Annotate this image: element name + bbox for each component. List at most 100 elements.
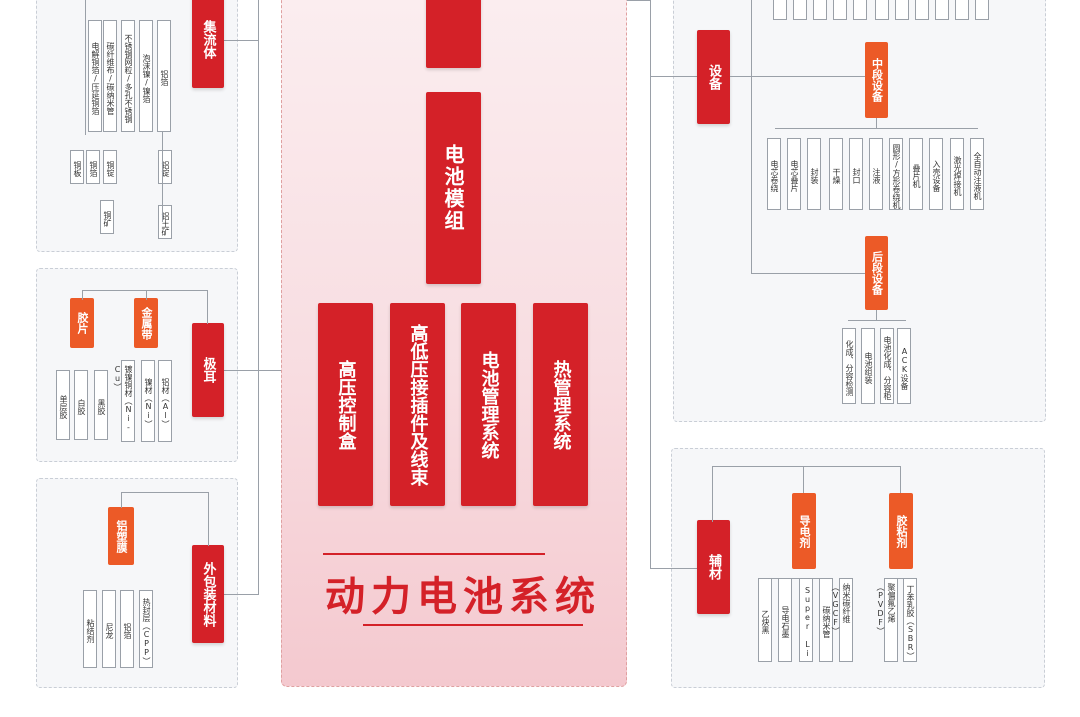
mid-equipment-item: 注液	[869, 138, 883, 210]
connector	[627, 0, 651, 1]
collector-box: 集流体	[192, 0, 224, 88]
front-equipment-item	[793, 0, 807, 20]
connector	[712, 466, 713, 522]
connector	[224, 370, 259, 371]
binder-item: 聚偏氟乙烯（PVDF）	[876, 578, 898, 662]
front-equipment-item	[875, 0, 889, 20]
back-equipment-item: 电池化成、分容柜	[880, 328, 894, 404]
film-box: 胶片	[70, 298, 94, 348]
metal-item: 镀镍铜材（Ni-Cu）	[113, 360, 135, 442]
connector	[258, 370, 282, 371]
connector	[146, 290, 147, 300]
connector-harness-box: 高低压接插件及线束	[390, 303, 445, 506]
front-equipment-item	[773, 0, 787, 20]
collector-item: 碳纤维布/碳纳米管	[103, 20, 117, 132]
connector	[121, 492, 122, 508]
conductive-item: 乙炔黑	[758, 578, 772, 662]
film-item: 单层胶	[56, 370, 70, 440]
bms-box: 电池管理系统	[461, 303, 516, 506]
raw-material: 铜锭	[103, 150, 117, 184]
back-equipment-box: 后段设备	[865, 236, 888, 310]
connector	[803, 466, 804, 494]
collector-item: 泡沫镍/镍箔	[139, 20, 153, 132]
front-equipment-item	[853, 0, 867, 20]
connector	[650, 76, 698, 77]
mid-equipment-item: 全自动注液机	[970, 138, 984, 210]
front-equipment-item	[955, 0, 969, 20]
raw-material: 铝土矿	[158, 205, 172, 239]
aux-box: 辅材	[697, 520, 730, 614]
connector	[82, 290, 83, 300]
connector	[775, 128, 978, 129]
raw-material: 铝锭	[158, 150, 172, 184]
collector-item: 电解铜箔/压延铜箔	[88, 20, 102, 132]
collector-item: 不锈钢网粒/多孔不锈钢	[121, 20, 135, 132]
connector	[224, 594, 259, 595]
mid-equipment-item: 电芯卷绕	[767, 138, 781, 210]
mid-equipment-item: 叠片机	[909, 138, 923, 210]
title-rule	[323, 553, 545, 555]
raw-material: 铜板	[70, 150, 84, 184]
pack-box: 外包装材料	[192, 545, 224, 643]
collector-item: 铝箔	[157, 20, 171, 132]
raw-material: 铜矿	[100, 200, 114, 234]
connector	[884, 578, 914, 579]
connector	[751, 0, 752, 274]
connector	[207, 290, 208, 324]
back-equipment-item: 化成、分容检测	[842, 328, 856, 404]
raw-material: 铜箔	[86, 150, 100, 184]
front-equipment-item	[915, 0, 929, 20]
film-item: 黑胶	[94, 370, 108, 440]
connector	[85, 0, 86, 135]
mid-equipment-item: 干燥	[829, 138, 843, 210]
connector	[876, 118, 877, 128]
equipment-panel	[673, 0, 1046, 422]
connector	[208, 492, 209, 546]
binder-item: 丁苯乳胶（SBR）	[903, 578, 917, 662]
film-layer-item: 铝箔	[120, 590, 134, 668]
mid-equipment-item: 入壳设备	[929, 138, 943, 210]
metal-strip-box: 金属带	[134, 298, 158, 348]
conductive-item: 导电石墨	[778, 578, 792, 662]
equipment-box: 设备	[697, 30, 730, 124]
conductive-agent-box: 导电剂	[792, 493, 816, 569]
system-title: 动力电池系统	[325, 574, 601, 620]
connector	[848, 320, 906, 321]
conductive-item: Super Li	[799, 578, 813, 662]
aux-panel	[671, 448, 1045, 688]
film-layer-item: 粘结剂	[83, 590, 97, 668]
front-equipment-item	[935, 0, 949, 20]
connector	[751, 273, 865, 274]
connector	[730, 76, 866, 77]
top-red-box	[426, 0, 481, 68]
battery-module-box: 电池模组	[426, 92, 481, 284]
mid-equipment-item: 电芯叠片	[787, 138, 801, 210]
connector	[650, 0, 651, 569]
mid-equipment-item: 封口	[849, 138, 863, 210]
title-rule	[363, 624, 583, 626]
hv-control-box: 高压控制盒	[318, 303, 373, 506]
connector	[224, 40, 259, 41]
film-item: 白胶	[74, 370, 88, 440]
film-layer-item: 热封层（CPP）	[139, 590, 153, 668]
conductive-item: 碳纳米管	[819, 578, 833, 662]
mid-equipment-item: 封装	[807, 138, 821, 210]
connector	[162, 132, 163, 222]
front-equipment-item	[833, 0, 847, 20]
connector	[900, 466, 901, 494]
mid-equipment-item: 激光焊接机	[950, 138, 964, 210]
thermal-management-box: 热管理系统	[533, 303, 588, 506]
conductive-item: 纳米碳纤维（VGCF）	[831, 578, 853, 662]
connector	[764, 578, 830, 579]
connector	[650, 568, 698, 569]
metal-item: 镍材（Ni）	[141, 360, 155, 442]
connector	[121, 492, 209, 493]
connector	[712, 466, 901, 467]
back-equipment-item: 电池组装	[861, 328, 875, 404]
mid-equipment-box: 中段设备	[865, 42, 888, 118]
binder-box: 胶粘剂	[889, 493, 913, 569]
connector	[82, 290, 208, 291]
mid-equipment-item: 圆形/方形卷绕机	[889, 138, 903, 210]
connector	[258, 0, 259, 595]
metal-item: 铝材（Al）	[158, 360, 172, 442]
